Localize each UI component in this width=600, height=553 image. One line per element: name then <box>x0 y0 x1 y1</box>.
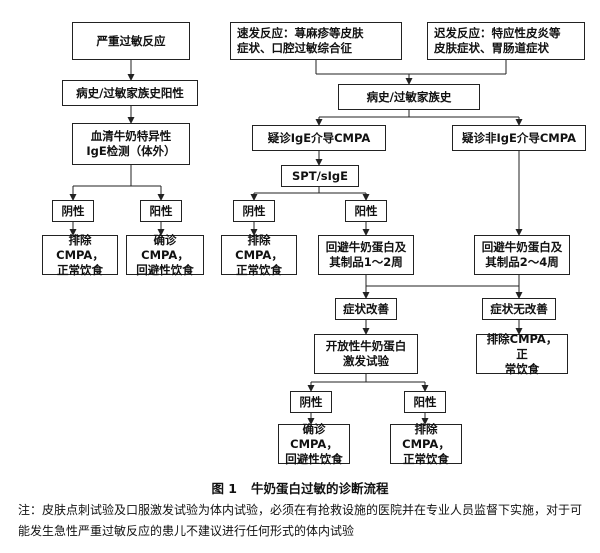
figure-caption: 图 1 牛奶蛋白过敏的诊断流程 <box>0 478 600 497</box>
node-positive-2: 阳性 <box>345 200 387 222</box>
node-symptom-improved: 症状改善 <box>335 298 397 320</box>
node-avoid-1-2-weeks: 回避牛奶蛋白及 其制品1～2周 <box>318 235 414 275</box>
node-avoid-2-4-weeks: 回避牛奶蛋白及 其制品2～4周 <box>474 235 570 275</box>
node-severe-reaction: 严重过敏反应 <box>72 22 190 60</box>
node-positive-3: 阳性 <box>404 391 446 413</box>
node-negative-2: 阴性 <box>233 200 275 222</box>
node-exclude-cmpa-2: 排除CMPA， 正常饮食 <box>221 233 297 277</box>
figure-note: 注：皮肤点刺试验及口服激发试验为体内试验，必须在有抢救设施的医院并在专业人员监督… <box>18 503 583 538</box>
node-exclude-cmpa-3: 排除CMPA，正 常饮食 <box>476 332 568 376</box>
node-serum-ige-test: 血清牛奶特异性 IgE检测（体外） <box>72 123 190 165</box>
node-spt-sige: SPT/sIgE <box>281 165 359 187</box>
node-positive-1: 阳性 <box>140 200 182 222</box>
figure-title: 牛奶蛋白过敏的诊断流程 <box>251 481 389 496</box>
node-delayed-reaction: 迟发反应：特应性皮炎等 皮肤症状、胃肠道症状 <box>427 22 585 60</box>
figure-number: 图 1 <box>211 481 238 496</box>
node-confirm-cmpa-1: 确诊CMPA， 回避性饮食 <box>126 233 204 277</box>
node-suspect-non-ige-cmpa: 疑诊非IgE介导CMPA <box>452 125 586 151</box>
node-exclude-cmpa-4: 排除CMPA， 正常饮食 <box>390 422 462 466</box>
node-negative-1: 阴性 <box>52 200 94 222</box>
node-history: 病史/过敏家族史 <box>338 84 480 110</box>
node-confirm-cmpa-2: 确诊CMPA， 回避性饮食 <box>278 422 350 466</box>
node-immediate-reaction: 速发反应：荨麻疹等皮肤 症状、口腔过敏综合征 <box>230 22 402 60</box>
node-suspect-ige-cmpa: 疑诊IgE介导CMPA <box>252 125 386 151</box>
node-open-challenge-test: 开放性牛奶蛋白 激发试验 <box>314 334 418 374</box>
node-exclude-cmpa-1: 排除CMPA， 正常饮食 <box>42 233 118 277</box>
node-history-positive: 病史/过敏家族史阳性 <box>62 80 198 106</box>
node-negative-3: 阴性 <box>290 391 332 413</box>
node-symptom-not-improved: 症状无改善 <box>482 298 556 320</box>
